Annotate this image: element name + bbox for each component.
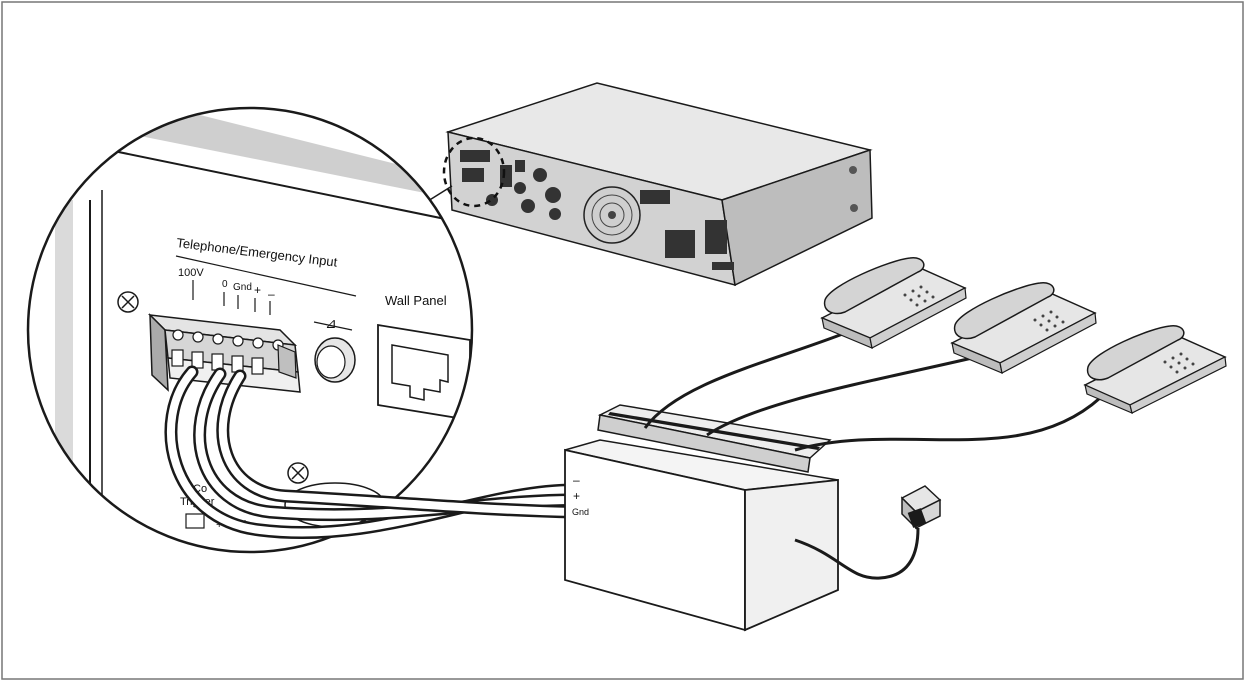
box-label-minus: – xyxy=(573,473,580,487)
telephone-3 xyxy=(1083,325,1227,415)
power-cord xyxy=(794,527,920,580)
fan-icon xyxy=(583,186,641,244)
volume-symbol: ⊿ xyxy=(325,315,337,331)
label-terminal-minus: – xyxy=(268,287,275,301)
terminal-block xyxy=(147,313,301,393)
highlight-marker xyxy=(442,136,506,208)
rj45-jack-icon xyxy=(377,323,471,422)
box-label-gnd: Gnd xyxy=(572,507,589,517)
label-terminal-plus: + xyxy=(254,283,261,297)
power-outlet-icon xyxy=(900,485,942,530)
screw-icon xyxy=(850,204,858,212)
screw-icon xyxy=(849,166,857,174)
interface-box: – + Gnd xyxy=(564,404,839,632)
label-100v: 100V xyxy=(178,267,204,279)
amplifier-unit xyxy=(442,82,873,287)
label-terminal-gnd: Gnd xyxy=(233,282,252,293)
volume-knob xyxy=(314,337,356,383)
signal-cable xyxy=(164,365,582,540)
telephone-2 xyxy=(950,282,1097,374)
box-label-plus: + xyxy=(573,489,580,503)
screw-icon xyxy=(117,291,139,313)
telephone-cables xyxy=(643,326,1102,452)
telephone-1 xyxy=(820,257,967,349)
label-wall-panel: Wall Panel xyxy=(385,293,447,308)
label-terminal-0: 0 xyxy=(222,279,228,290)
